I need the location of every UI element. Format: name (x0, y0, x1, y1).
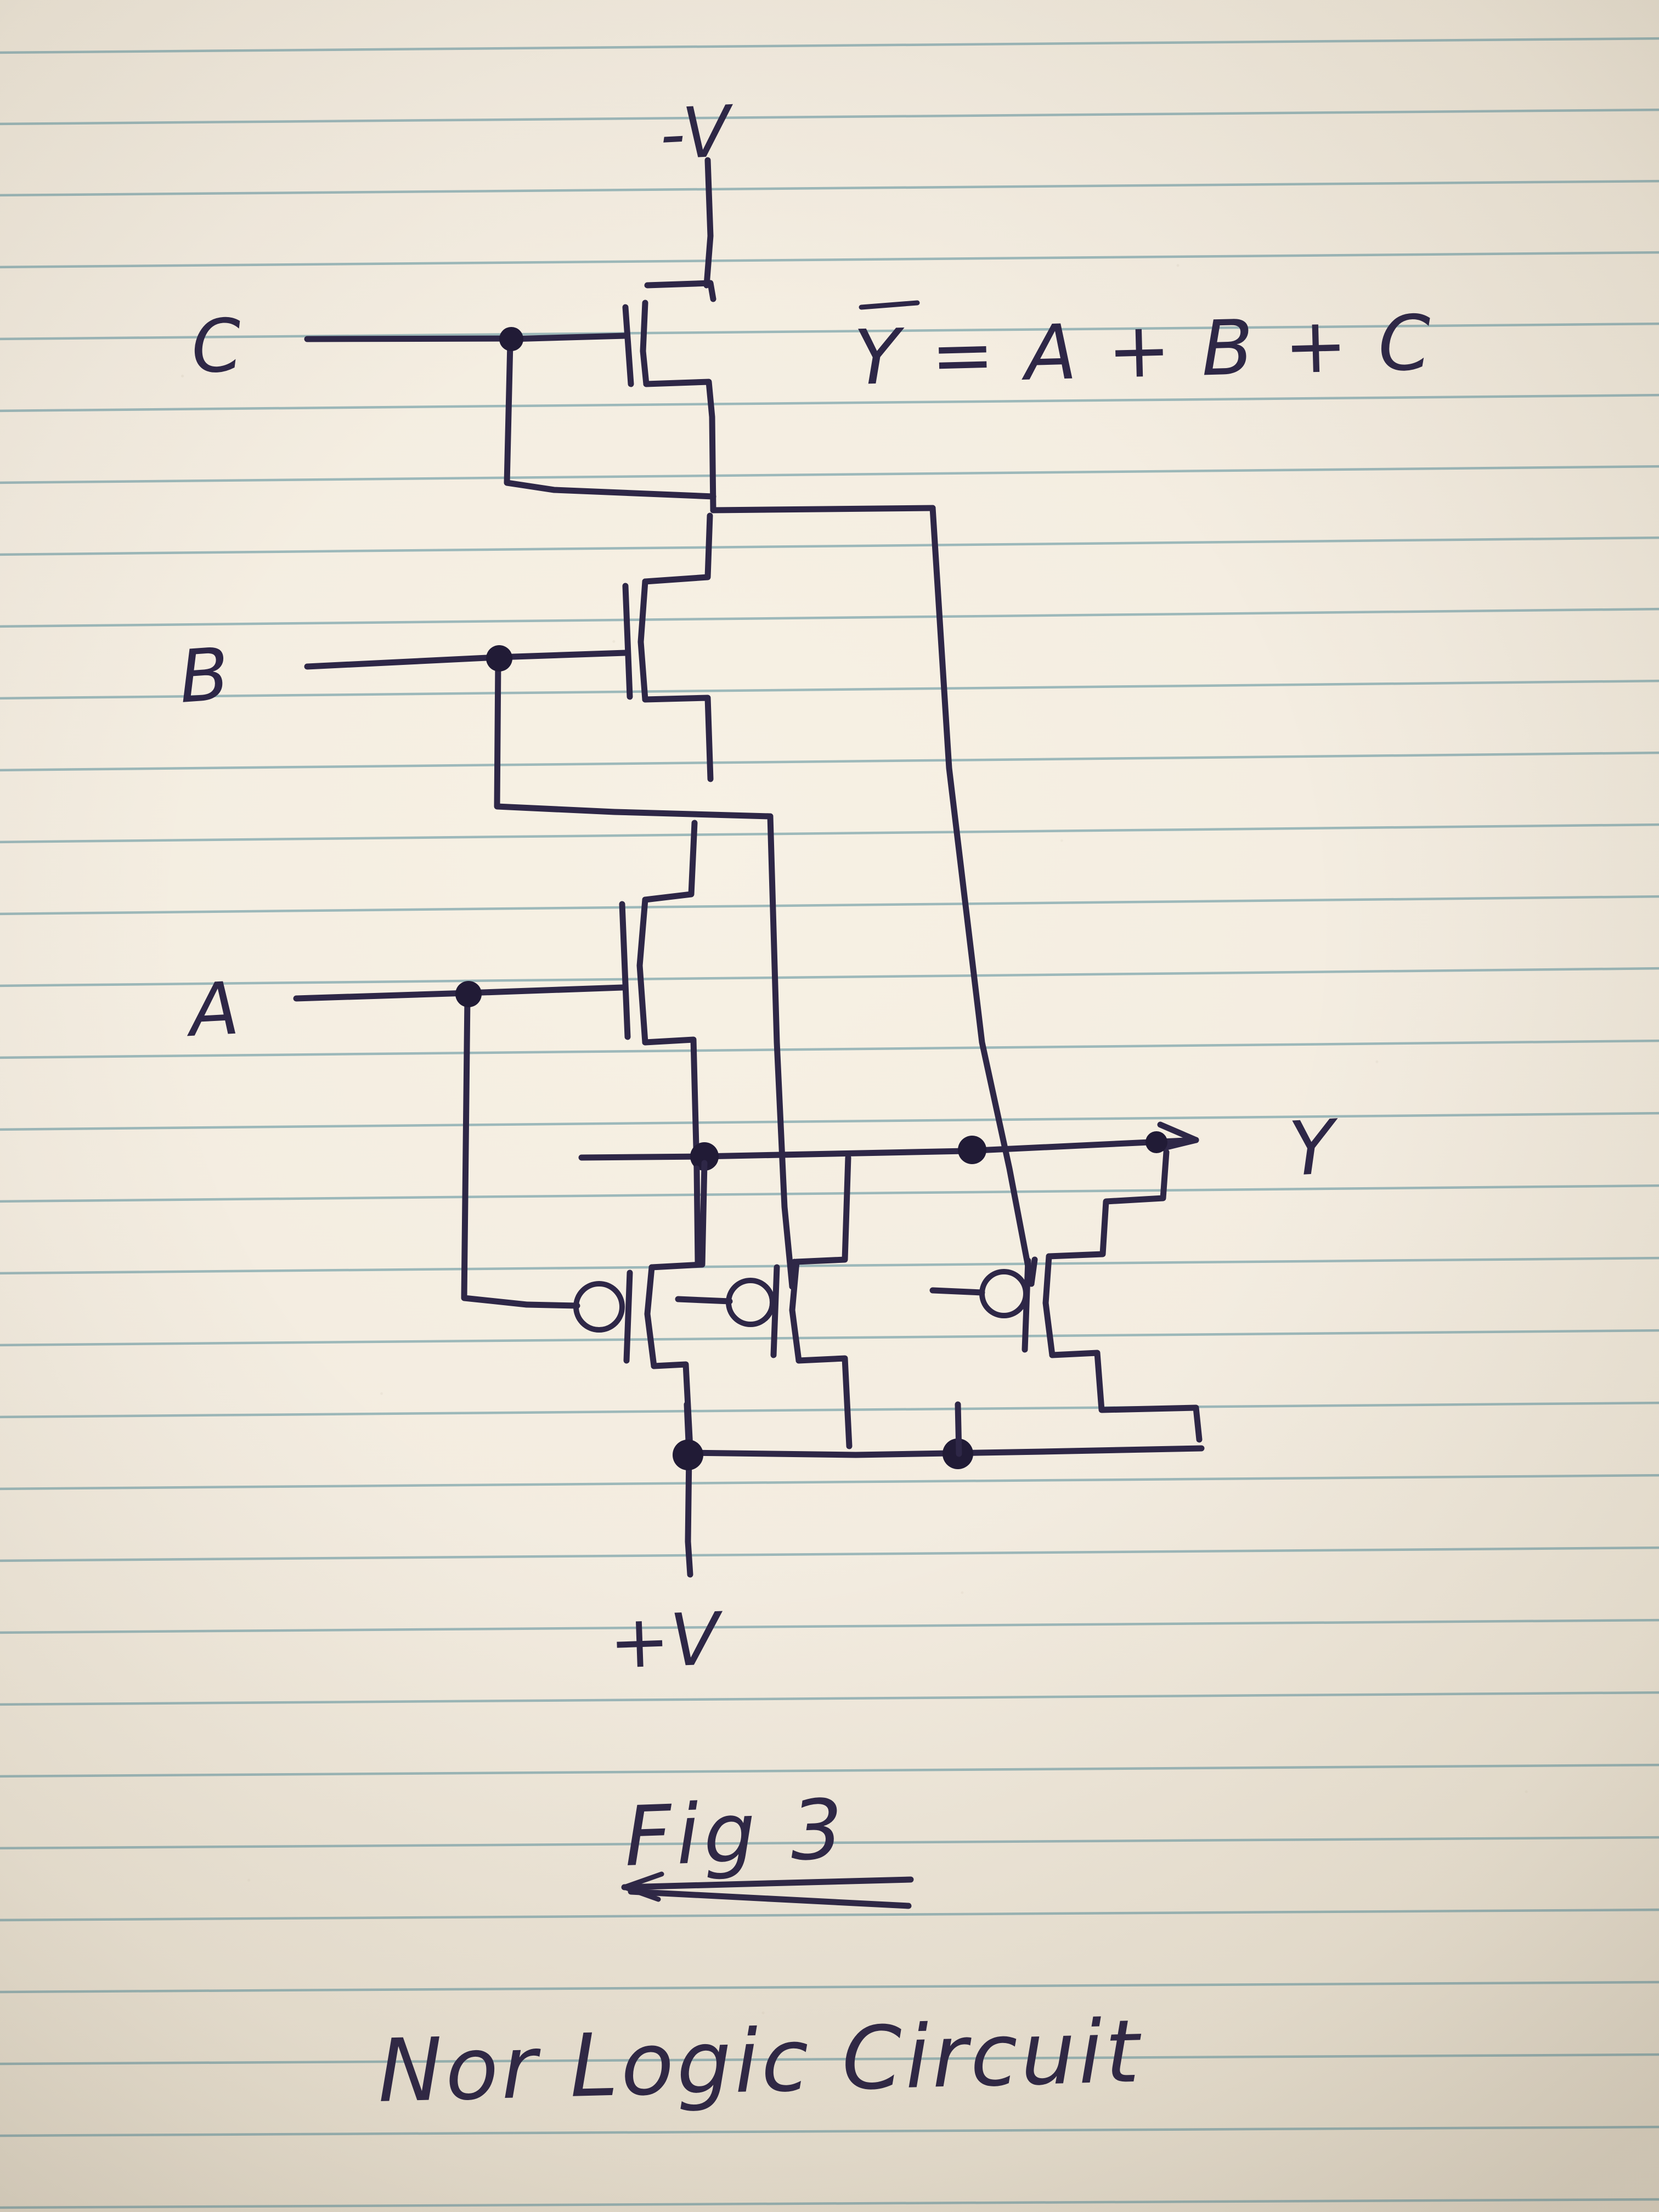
input-wire-c (304, 327, 523, 351)
transistor-b-series (494, 512, 774, 820)
junction-dot (486, 645, 512, 672)
wire-c-to-pullup-gate (710, 505, 1035, 1287)
figure-caption: Nor Logic Circuit (376, 2001, 1143, 2122)
input-label-c: C (188, 303, 245, 391)
fig-underline (621, 1871, 914, 1909)
output-bus-y (578, 1121, 1199, 1171)
input-wire-a (293, 981, 482, 1007)
output-label-y: Y (1286, 1104, 1341, 1193)
transistor-c-series (504, 300, 716, 514)
gate-bubble-icon (573, 1281, 625, 1333)
rail-label-negative: -V (658, 91, 737, 176)
figure-title: Fig 3 (623, 1782, 849, 1885)
output-equation: Y = A + B + C (853, 298, 1436, 402)
supply-rail-positive (673, 1401, 1205, 1578)
input-wire-b (304, 645, 512, 672)
junction-dot (958, 1136, 986, 1164)
input-label-a: A (183, 966, 241, 1053)
supply-rail-negative-stub (644, 157, 716, 302)
junction-dot (499, 327, 523, 351)
junction-dot (455, 981, 482, 1007)
gate-interconnect-wires (693, 1165, 1038, 1290)
transistor-c-pullup (929, 1149, 1203, 1443)
junction-dot (673, 1440, 703, 1470)
transistor-a-series (461, 820, 700, 1308)
junction-dot (1146, 1131, 1167, 1153)
junction-dot (690, 1142, 719, 1171)
wire-b-branch-down (767, 813, 795, 1290)
gate-bubble-icon (726, 1278, 775, 1327)
gate-bubble-icon (979, 1269, 1029, 1318)
rail-label-positive: +V (608, 1597, 725, 1685)
input-label-b: B (176, 632, 232, 720)
transistor-b-pullup (675, 1154, 853, 1449)
equation-text: Y = A + B + C (853, 298, 1436, 402)
